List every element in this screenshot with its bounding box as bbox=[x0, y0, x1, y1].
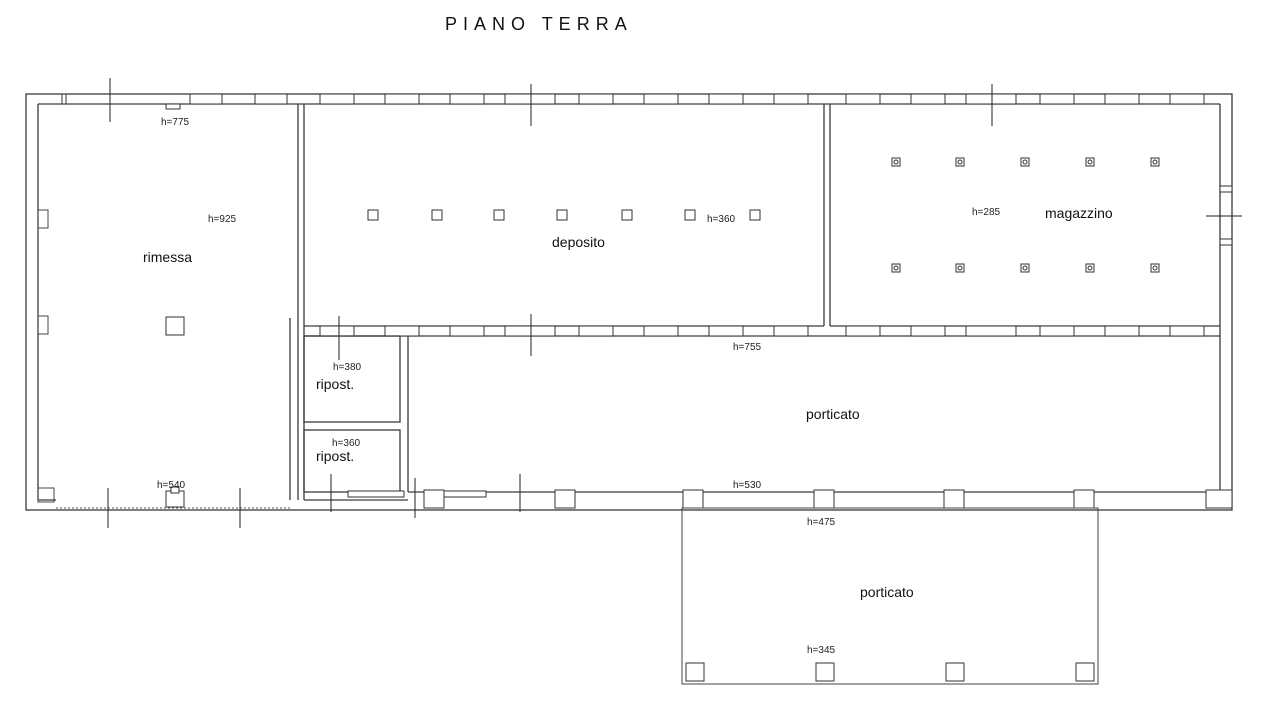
height-h540: h=540 bbox=[157, 480, 186, 491]
height-h360-deposito: h=360 bbox=[707, 214, 736, 225]
label-porticato-ext: porticato bbox=[860, 584, 914, 600]
middle-windows bbox=[304, 314, 1220, 360]
outer-walls bbox=[25, 93, 1233, 511]
height-h755: h=755 bbox=[733, 342, 762, 353]
label-ripost-2: ripost. bbox=[316, 448, 354, 464]
label-rimessa: rimessa bbox=[143, 249, 192, 265]
room-ripostigli bbox=[303, 335, 416, 518]
height-h925: h=925 bbox=[208, 214, 237, 225]
height-h345: h=345 bbox=[807, 645, 836, 656]
label-deposito: deposito bbox=[552, 234, 605, 250]
plan-title: PIANO TERRA bbox=[445, 14, 633, 34]
height-h475: h=475 bbox=[807, 517, 836, 528]
height-h775: h=775 bbox=[161, 117, 190, 128]
top-windows bbox=[61, 84, 1242, 217]
room-porticato-extension bbox=[681, 507, 1099, 685]
height-h530: h=530 bbox=[733, 480, 762, 491]
height-h360-ripost: h=360 bbox=[332, 438, 361, 449]
label-porticato-main: porticato bbox=[806, 406, 860, 422]
room-magazzino bbox=[830, 157, 1220, 327]
room-rimessa bbox=[38, 78, 305, 528]
label-magazzino: magazzino bbox=[1045, 205, 1113, 221]
room-porticato-main bbox=[408, 474, 1233, 512]
height-h285: h=285 bbox=[972, 207, 1001, 218]
label-ripost-1: ripost. bbox=[316, 376, 354, 392]
rimessa-pillar bbox=[165, 316, 185, 336]
room-deposito bbox=[304, 104, 831, 327]
height-h380: h=380 bbox=[333, 362, 362, 373]
